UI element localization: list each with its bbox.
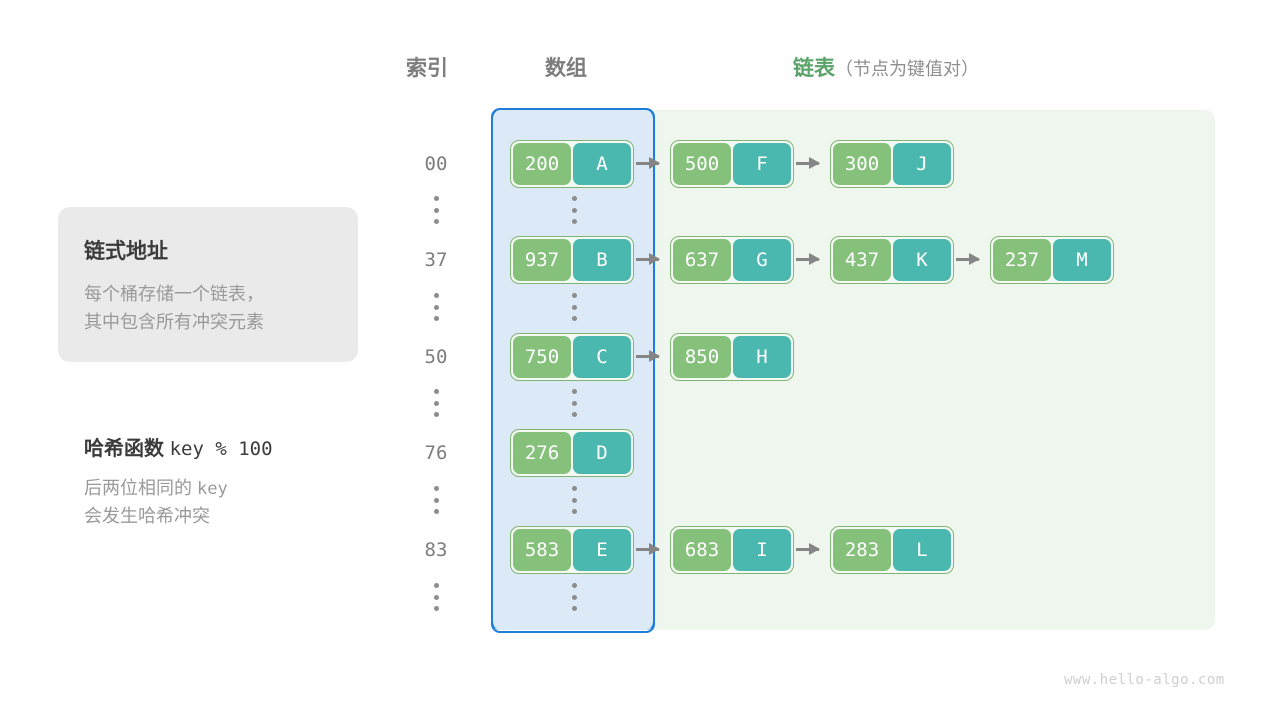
next-pointer-arrow-icon	[636, 158, 660, 169]
node-key: 283	[833, 529, 891, 571]
collision-line-2: 会发生哈希冲突	[84, 505, 210, 526]
callout-line-2: 其中包含所有冲突元素	[84, 311, 264, 332]
bucket-index-label: 83	[424, 539, 448, 561]
watermark: www.hello-algo.com	[1064, 672, 1225, 688]
header-linked-list-main: 链表	[793, 57, 835, 80]
vertical-ellipsis-icon	[564, 293, 584, 321]
node-value: G	[733, 239, 791, 281]
next-pointer-arrow-icon	[636, 254, 660, 265]
vertical-ellipsis-icon	[564, 196, 584, 224]
vertical-ellipsis-icon	[564, 486, 584, 514]
node-key: 200	[513, 143, 571, 185]
node-key: 937	[513, 239, 571, 281]
header-linked-list-sub: （节点为键值对）	[835, 59, 979, 79]
column-headers: 索引 数组 链表（节点为键值对）	[0, 52, 1280, 86]
bucket-index-label: 00	[424, 153, 448, 175]
ellipsis-row	[0, 389, 1280, 417]
node-key: 437	[833, 239, 891, 281]
ellipsis-row	[0, 293, 1280, 321]
node-key: 276	[513, 432, 571, 474]
node-key: 637	[673, 239, 731, 281]
vertical-ellipsis-icon	[426, 389, 446, 417]
next-pointer-arrow-icon	[796, 544, 820, 555]
ellipsis-row	[0, 583, 1280, 611]
node-value: A	[573, 143, 631, 185]
vertical-ellipsis-icon	[426, 486, 446, 514]
bucket-index-label: 50	[424, 346, 448, 368]
node-value: B	[573, 239, 631, 281]
callout-title: 链式地址	[84, 240, 168, 263]
vertical-ellipsis-icon	[564, 389, 584, 417]
header-array: 数组	[545, 57, 587, 80]
node-value: I	[733, 529, 791, 571]
hash-collision-description: 后两位相同的 key 会发生哈希冲突	[84, 475, 384, 531]
node-value: K	[893, 239, 951, 281]
ellipsis-row	[0, 486, 1280, 514]
chaining-callout: 链式地址 每个桶存储一个链表， 其中包含所有冲突元素	[58, 207, 358, 362]
header-index: 索引	[406, 57, 448, 80]
hash-function-expression: key % 100	[169, 438, 273, 460]
collision-key-code: key	[197, 479, 228, 499]
node-value: D	[573, 432, 631, 474]
collision-line-1-text: 后两位相同的	[84, 478, 192, 498]
node-key: 300	[833, 143, 891, 185]
node-value: L	[893, 529, 951, 571]
node-key: 500	[673, 143, 731, 185]
callout-description: 每个桶存储一个链表， 其中包含所有冲突元素	[84, 281, 332, 337]
node-value: F	[733, 143, 791, 185]
header-linked-list: 链表（节点为键值对）	[793, 52, 979, 82]
bucket-index-label: 76	[424, 442, 448, 464]
vertical-ellipsis-icon	[426, 293, 446, 321]
ellipsis-row	[0, 196, 1280, 224]
next-pointer-arrow-icon	[796, 254, 820, 265]
next-pointer-arrow-icon	[956, 254, 980, 265]
callout-line-1: 每个桶存储一个链表，	[84, 284, 264, 304]
next-pointer-arrow-icon	[636, 544, 660, 555]
hash-function-title: 哈希函数 key % 100	[84, 432, 384, 461]
node-key: 850	[673, 336, 731, 378]
node-key: 683	[673, 529, 731, 571]
node-key: 237	[993, 239, 1051, 281]
next-pointer-arrow-icon	[636, 351, 660, 362]
hash-function-label: 哈希函数	[84, 438, 164, 460]
vertical-ellipsis-icon	[564, 583, 584, 611]
bucket-index-label: 37	[424, 249, 448, 271]
hash-function-note: 哈希函数 key % 100 后两位相同的 key 会发生哈希冲突	[84, 432, 384, 531]
node-value: J	[893, 143, 951, 185]
vertical-ellipsis-icon	[426, 196, 446, 224]
node-value: M	[1053, 239, 1111, 281]
next-pointer-arrow-icon	[796, 158, 820, 169]
vertical-ellipsis-icon	[426, 583, 446, 611]
node-value: H	[733, 336, 791, 378]
node-key: 750	[513, 336, 571, 378]
node-value: E	[573, 529, 631, 571]
node-key: 583	[513, 529, 571, 571]
node-value: C	[573, 336, 631, 378]
